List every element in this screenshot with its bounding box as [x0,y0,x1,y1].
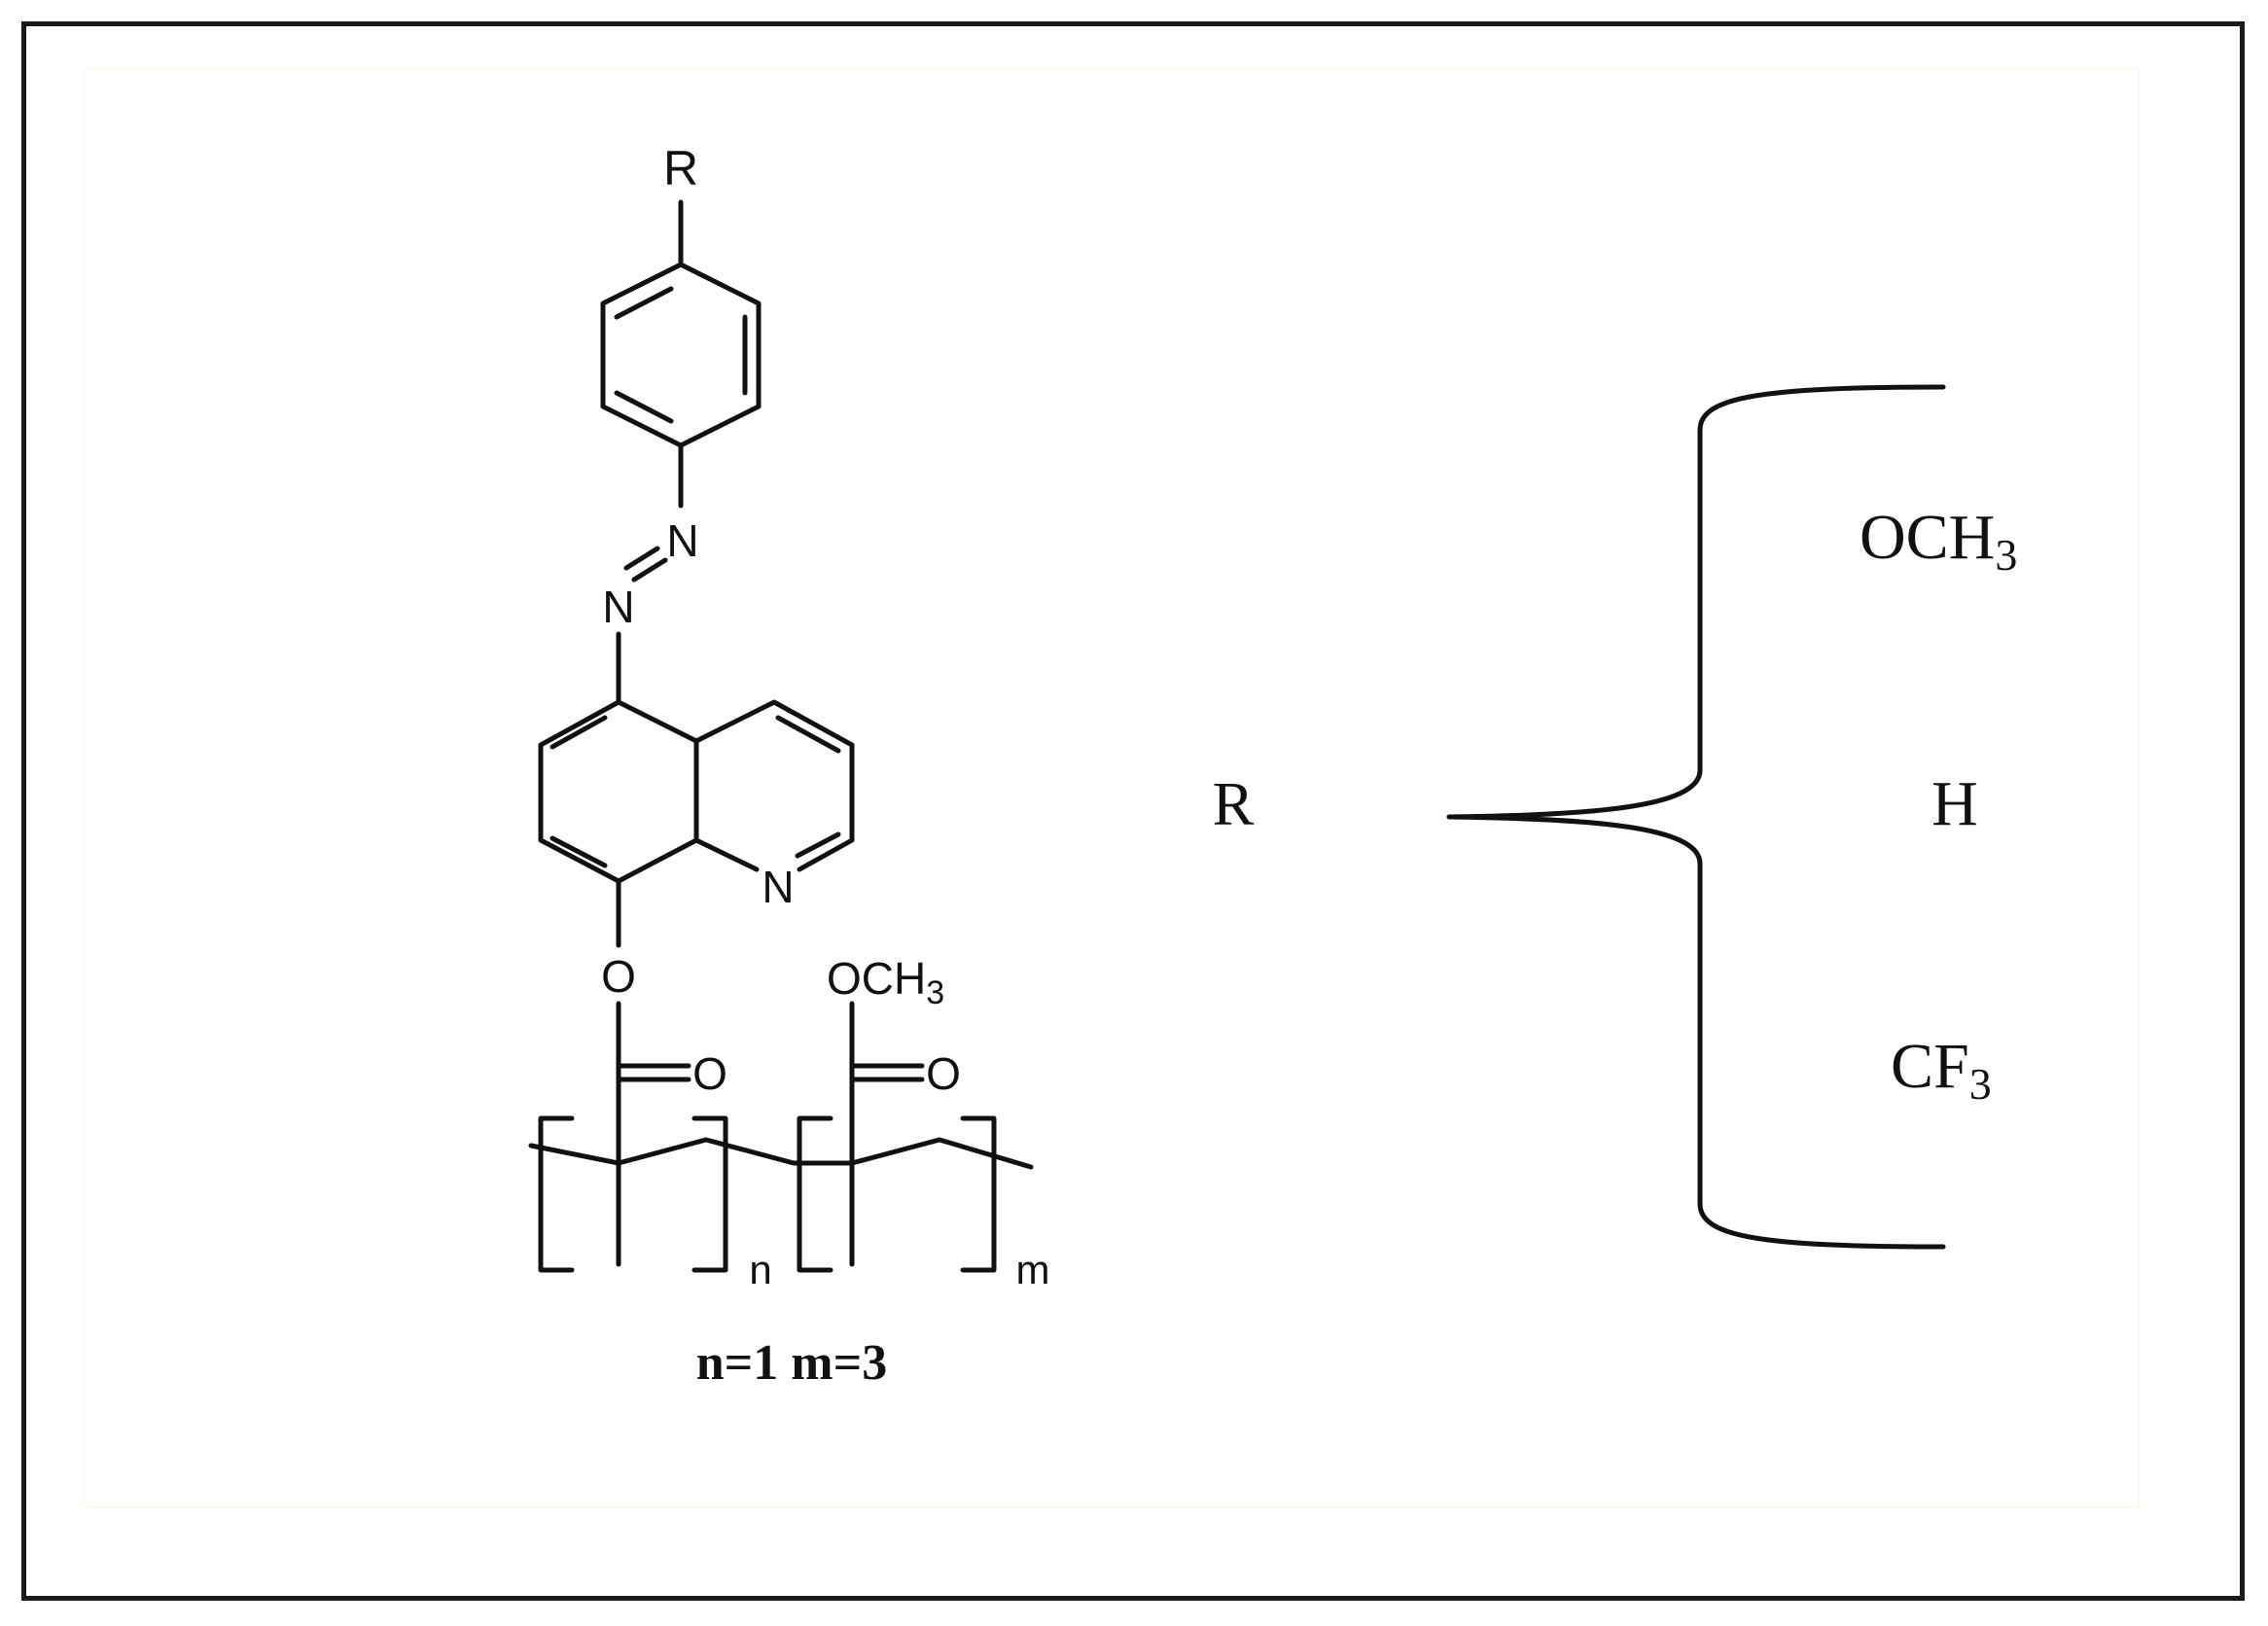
carbonyl-o2-label: O [926,1048,961,1099]
inner-frame [84,68,2140,1507]
azo-double-bond-1 [631,557,668,583]
subscript-n: n [749,1247,771,1292]
phenyl-ring [600,262,762,448]
carbonyl-o1-label: O [692,1048,727,1099]
ester-o-label: O [601,951,636,1002]
outer-frame [21,21,2245,1601]
methoxy-label: OCH3 [827,953,944,1011]
azo-n1-label: N [666,515,698,566]
curly-brace [1446,384,1946,1250]
ring-n-label: N [762,862,794,912]
azo-double-bond-2 [623,546,660,571]
methoxy-c: C [862,953,894,1004]
ratio-label: n=1 m=3 [696,1335,888,1391]
r-option-cf3: CF3 [1891,1031,1992,1109]
r-option-h: H [1931,768,1978,839]
r-group-label: R [1213,769,1255,838]
substituent-r-label: R [663,141,698,195]
quinoline-ring [538,699,855,884]
methoxy-sub: 3 [926,974,944,1011]
r-option-och3: OCH3 [1860,502,2017,580]
methoxy-h: H [894,953,926,1004]
subscript-m: m [1016,1247,1050,1292]
methoxy-o: O [827,953,862,1004]
azo-n2-label: N [602,582,634,632]
polymer-backbone [528,1115,1034,1273]
